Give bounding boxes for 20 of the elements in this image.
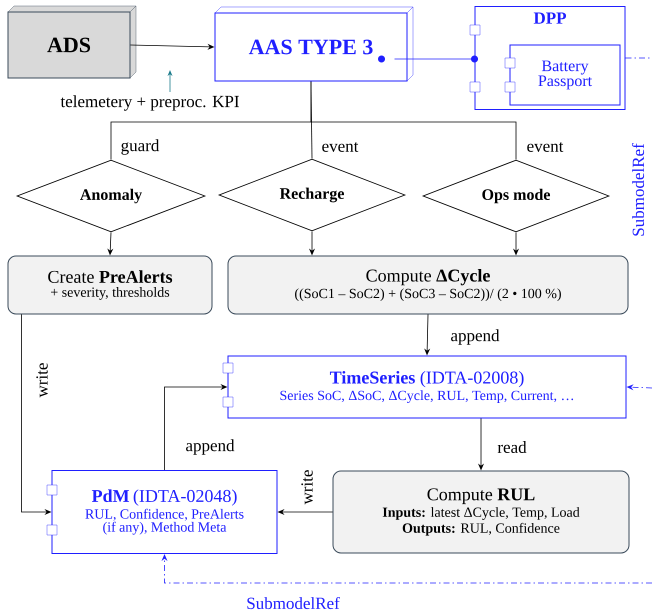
node-box: AAS TYPE 3 xyxy=(214,6,414,82)
process-box: Compute RUL Inputs: latest ΔCycle, Temp, Load Outputs: RUL, Confidence xyxy=(332,470,630,554)
edge-label: SubmodelRef xyxy=(245,596,341,610)
process-box: Create PreAlerts + severity, thresholds xyxy=(8,256,212,314)
edge-label: append xyxy=(449,328,501,346)
edge-label: read xyxy=(496,440,528,454)
rotated-label: SubmodelRef xyxy=(632,143,644,236)
annotation-text: telemetery + preproc. KPI xyxy=(60,95,239,111)
component-box: TimeSeries (IDTA-02008) Series SoC, ΔSoC, ΔCycle, RUL, Temp, Current, … xyxy=(222,356,626,418)
arrow xyxy=(378,56,478,62)
process-box: Compute ΔCycle ((SoC1 – SoC2) + (SoC3 – SoC2))/ (2 • 100 %) xyxy=(228,256,628,314)
edge-label: event xyxy=(526,141,564,153)
edge-label: guard xyxy=(120,138,160,156)
edge-label: append xyxy=(184,438,236,456)
edge-label: write xyxy=(300,468,314,506)
edge-label: write xyxy=(35,362,49,398)
device-box: ADS xyxy=(8,6,136,78)
component-box: Battery Passport xyxy=(504,44,620,106)
component-box: PdM (IDTA-02048) RUL, Confidence, PreAlerts (if any), Method Meta xyxy=(46,470,278,554)
edge-label: event xyxy=(320,141,360,153)
